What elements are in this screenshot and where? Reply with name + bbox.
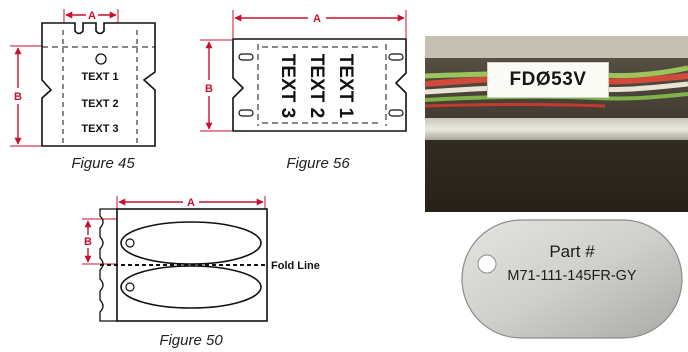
figure-50-dim-b-label: B [84,236,92,248]
figure-56-dimension-b: B [200,39,232,132]
metal-tag-hole [477,254,497,274]
figure-45-hole [95,53,107,65]
figure-50-tag-upper [120,221,262,265]
figure-45-caption: Figure 45 [71,155,135,172]
figure-45-text-3: TEXT 3 [81,123,118,135]
figure-45-text-2: TEXT 2 [81,98,118,110]
cable-label-photo: FDØ53V [425,36,688,212]
figure-45: A B TEXT 1 TEXT 2 TEXT 3 Figure 45 [10,9,156,172]
metal-tag-body [461,219,683,339]
figure-45-text-1: TEXT 1 [81,71,118,83]
figure-56-caption: Figure 56 [286,155,350,172]
figure-45-dim-b-label: B [14,91,22,103]
figure-56-outline [232,38,407,132]
figure-50-tag-lower [120,265,262,309]
figure-50-dimension-a: A [116,196,266,210]
figure-56-text-1: TEXT 1 [335,54,356,119]
figure-45-dim-a-label: A [88,10,96,22]
figure-50-fold-label: Fold Line [271,260,320,272]
cable-id-label: FDØ53V [487,62,609,98]
figure-56-slot [388,53,404,61]
figure-50: A B Fold Line Figure 50 [82,196,320,349]
figure-50-caption: Figure 50 [159,332,223,349]
metal-tag-line-1: Part # [549,242,595,261]
metal-tag-photo: Part # M71-111-145FR-GY [425,212,688,352]
figure-56-slot [238,109,254,117]
metal-tag-line-2: M71-111-145FR-GY [507,268,637,284]
figure-56-dimension-a: A [232,10,407,38]
figure-56-text-2: TEXT 2 [306,54,327,118]
figure-56-text-3: TEXT 3 [277,54,298,118]
figure-56-dim-b-label: B [205,83,213,95]
figure-45-dimension-b: B [10,45,42,147]
figure-56-dim-a-label: A [313,13,321,25]
figure-45-outline [41,22,156,147]
figure-56-slot [388,109,404,117]
figure-50-dim-a-label: A [187,197,195,209]
figure-56: A B TEXT 1 TEXT 2 TEXT 3 Figure 56 [200,10,407,172]
figure-56-slot [238,53,254,61]
